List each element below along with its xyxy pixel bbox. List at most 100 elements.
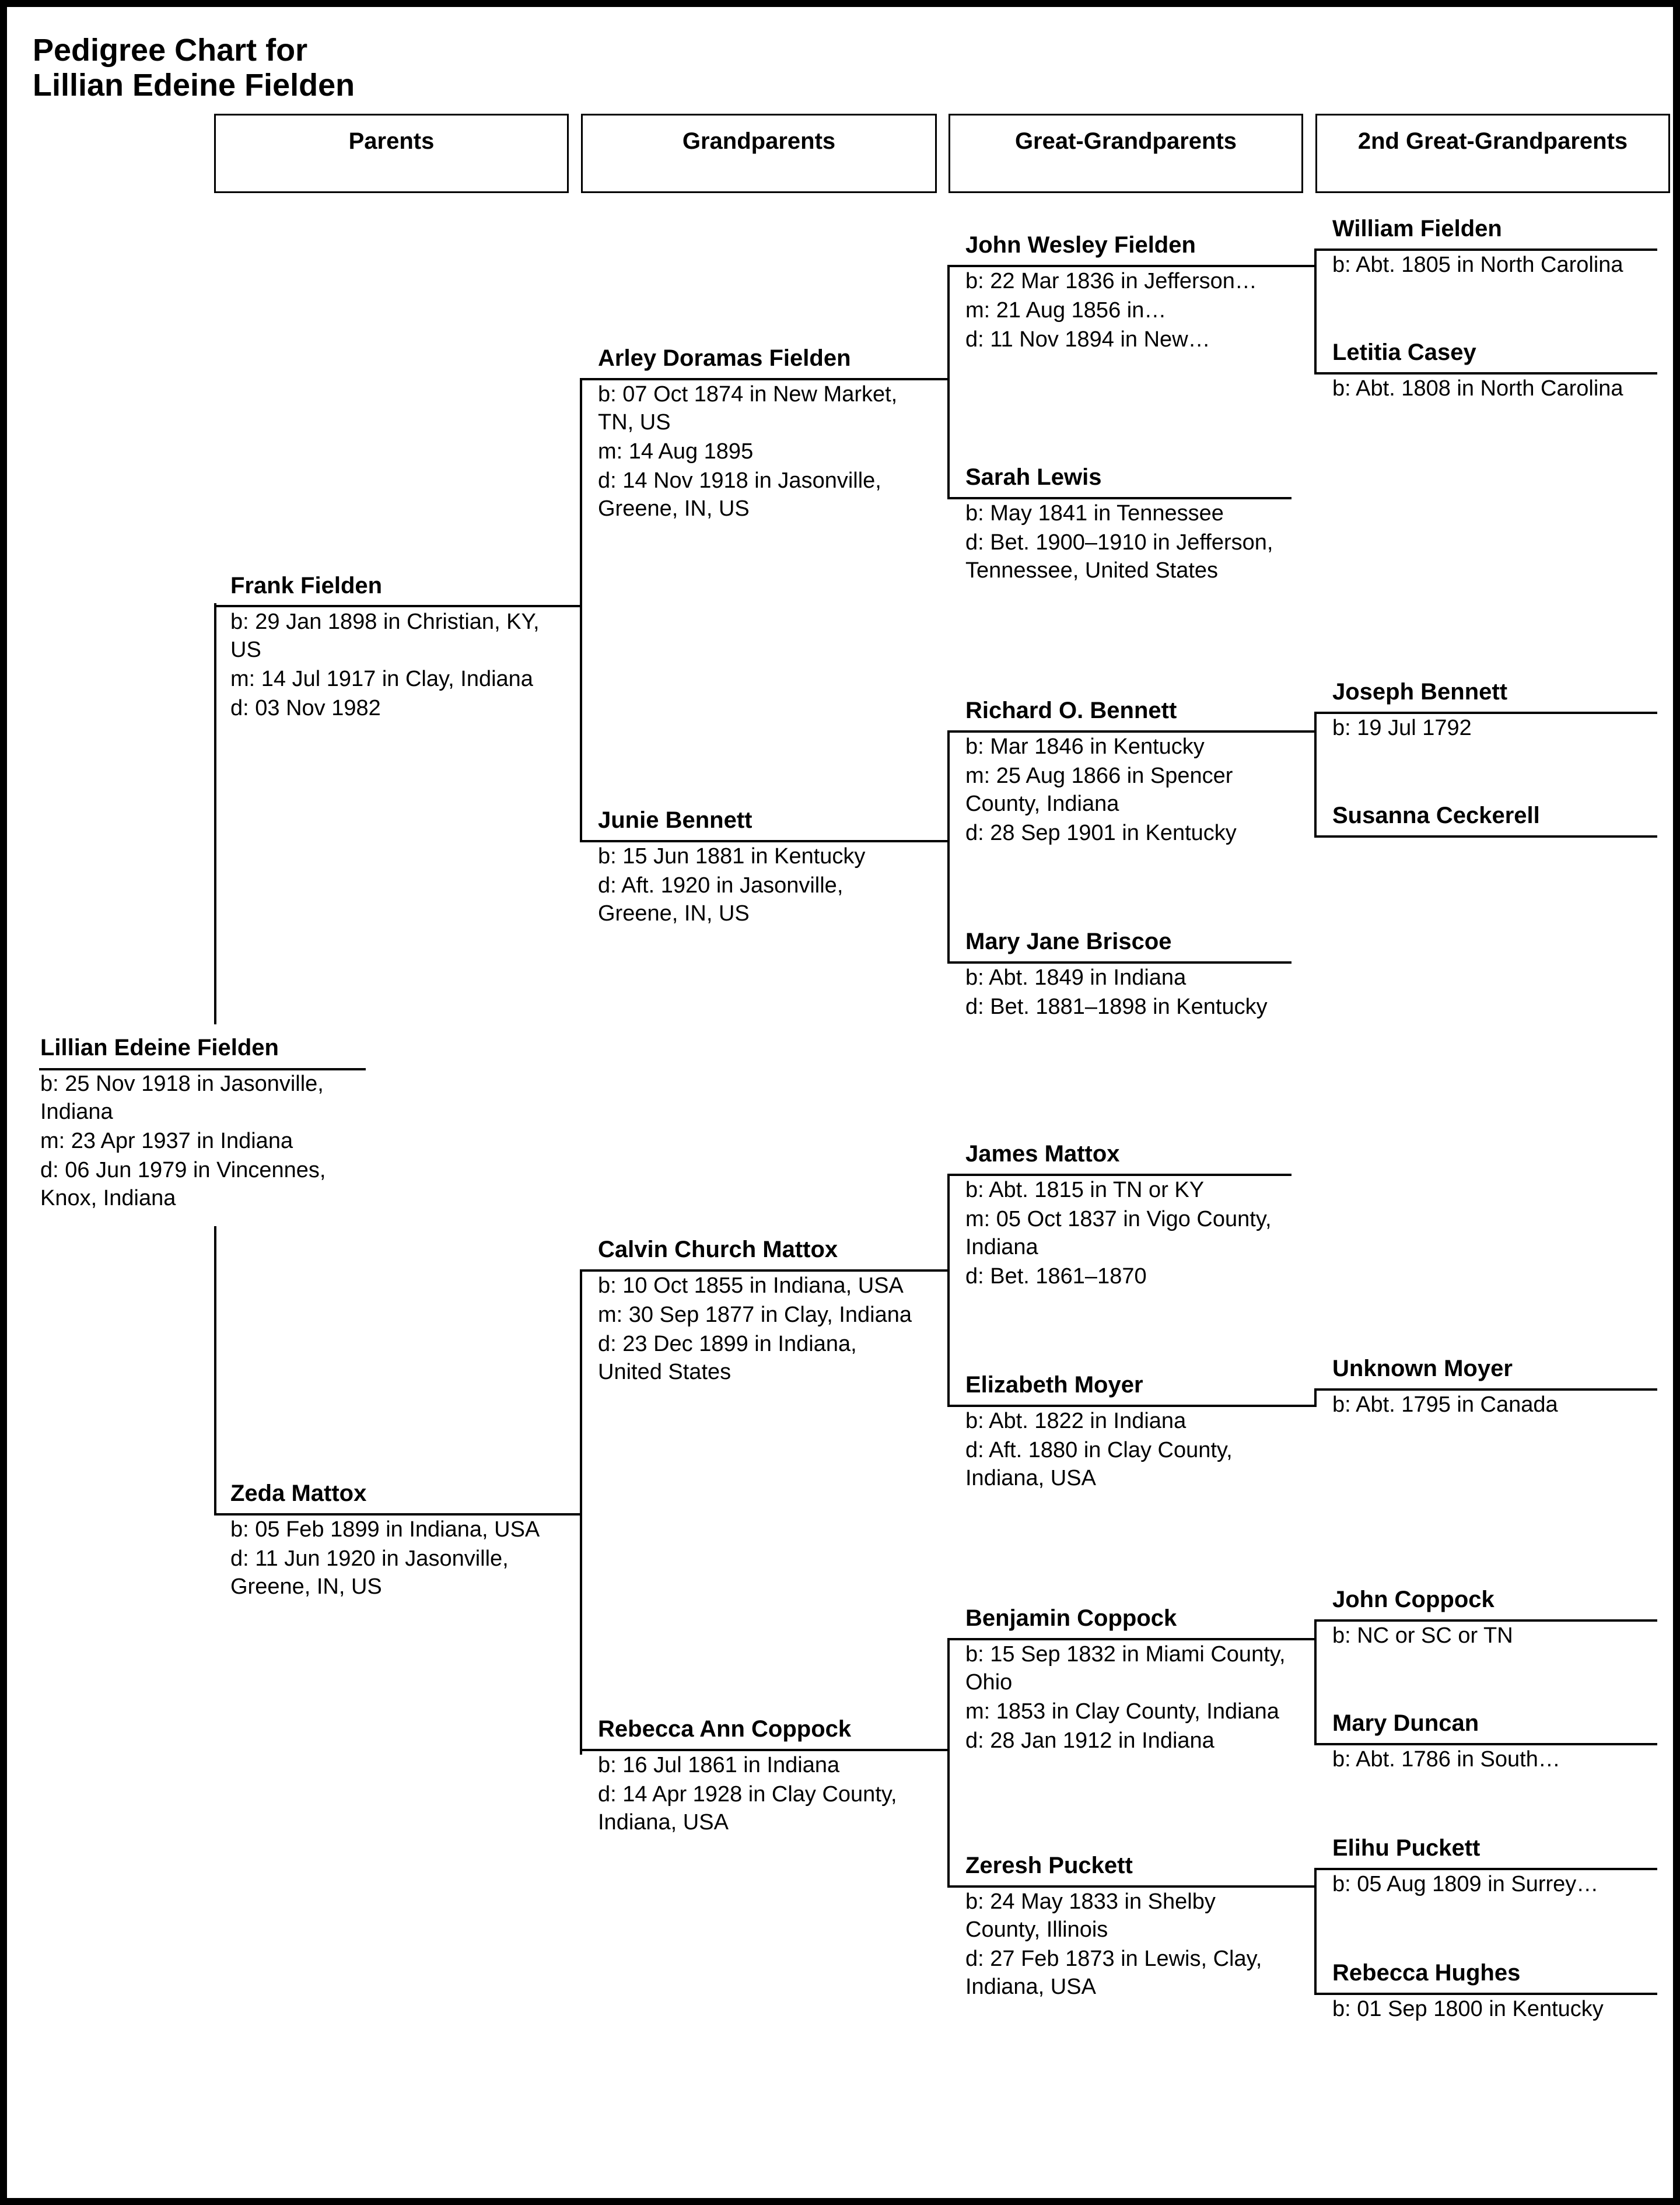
person-richard-o-bennett[interactable]: Richard O. Bennett b: Mar 1846 in Kentuc… [965,696,1292,848]
underline-fmf [947,730,1316,733]
person-name: John Coppock [1332,1587,1494,1612]
header-great-grandparents: Great-Grandparents [949,114,1303,193]
person-name: Junie Bennett [598,807,752,833]
person-joseph-bennett[interactable]: Joseph Bennett b: 19 Jul 1792 [1332,678,1659,743]
connector-mother-parents [580,1269,582,1755]
person-name: Joseph Bennett [1332,679,1508,705]
header-parents: Parents [214,114,569,193]
person-death: d: Aft. 1880 in Clay County, Indiana, US… [965,1438,1233,1490]
chart-title-line2: Lillian Edeine Fielden [33,68,355,103]
person-marriage: m: 05 Oct 1837 in Vigo County, Indiana [965,1207,1272,1259]
person-arley-doramas-fielden[interactable]: Arley Doramas Fielden b: 07 Oct 1874 in … [598,344,925,524]
person-death: d: Aft. 1920 in Jasonville, Greene, IN, … [598,873,844,926]
person-susanna-ceckerell[interactable]: Susanna Ceckerell [1332,802,1659,838]
person-name: Frank Fielden [230,573,383,598]
person-rebecca-ann-coppock[interactable]: Rebecca Ann Coppock b: 16 Jul 1861 in In… [598,1715,925,1838]
person-zeresh-puckett[interactable]: Zeresh Puckett b: 24 May 1833 in Shelby … [965,1852,1292,2002]
person-name: Susanna Ceckerell [1332,803,1540,828]
person-marriage: m: 21 Aug 1856 in… [965,298,1167,323]
person-john-coppock[interactable]: John Coppock b: NC or SC or TN [1332,1586,1659,1651]
underline-fmm [947,961,1292,964]
person-birth: b: Abt. 1786 in South… [1332,1747,1560,1772]
person-zeda-mattox[interactable]: Zeda Mattox b: 05 Feb 1899 in Indiana, U… [230,1479,557,1602]
person-john-wesley-fielden[interactable]: John Wesley Fielden b: 22 Mar 1836 in Je… [965,231,1292,355]
person-marriage: m: 14 Jul 1917 in Clay, Indiana [230,667,533,691]
underline-mmmm [1314,1993,1657,1995]
person-birth: b: 24 May 1833 in Shelby County, Illinoi… [965,1889,1216,1942]
person-william-fielden[interactable]: William Fielden b: Abt. 1805 in North Ca… [1332,215,1659,280]
person-name: Benjamin Coppock [965,1605,1177,1631]
person-name: Arley Doramas Fielden [598,345,851,371]
person-marriage: m: 23 Apr 1937 in Indiana [40,1129,293,1153]
underline-fffm [1314,372,1657,374]
underline-mfm [947,1405,1316,1407]
person-birth: b: 15 Sep 1832 in Miami County, Ohio [965,1642,1286,1695]
underline-fm [580,840,949,842]
underline-mff [947,1174,1292,1176]
person-marriage: m: 1853 in Clay County, Indiana [965,1699,1279,1724]
person-birth: b: Abt. 1815 in TN or KY [965,1178,1205,1202]
connector-ff-parents [947,265,950,499]
person-unknown-moyer[interactable]: Unknown Moyer b: Abt. 1795 in Canada [1332,1354,1659,1420]
person-death: d: 06 Jun 1979 in Vincennes, Knox, India… [40,1158,326,1210]
underline-mmff [1314,1619,1657,1622]
person-marriage: m: 14 Aug 1895 [598,439,754,464]
underline-mfmm [1314,1388,1657,1391]
person-name: Lillian Edeine Fielden [40,1035,279,1060]
person-rebecca-hughes[interactable]: Rebecca Hughes b: 01 Sep 1800 in Kentuck… [1332,1959,1659,2024]
underline-root [39,1068,366,1070]
person-mary-duncan[interactable]: Mary Duncan b: Abt. 1786 in South… [1332,1709,1659,1774]
connector-mmf-parents [1314,1619,1317,1745]
underline-mmmf [1314,1868,1657,1870]
person-name: Zeda Mattox [230,1480,367,1506]
chart-title: Pedigree Chart for Lillian Edeine Fielde… [33,33,355,103]
connector-fm-parents [947,730,950,964]
person-junie-bennett[interactable]: Junie Bennett b: 15 Jun 1881 in Kentucky… [598,806,925,929]
person-benjamin-coppock[interactable]: Benjamin Coppock b: 15 Sep 1832 in Miami… [965,1604,1292,1756]
person-birth: b: Abt. 1822 in Indiana [965,1409,1186,1433]
underline-mother [214,1513,582,1516]
underline-father [214,605,582,607]
person-death: d: 11 Nov 1894 in New… [965,327,1210,352]
connector-mfm-parents [1314,1388,1317,1407]
person-name: Calvin Church Mattox [598,1237,838,1262]
person-death: d: Bet. 1881–1898 in Kentucky [965,995,1268,1019]
person-sarah-lewis[interactable]: Sarah Lewis b: May 1841 in Tennessee d: … [965,463,1292,586]
person-mary-jane-briscoe[interactable]: Mary Jane Briscoe b: Abt. 1849 in Indian… [965,928,1292,1022]
person-elihu-puckett[interactable]: Elihu Puckett b: 05 Aug 1809 in Surrey… [1332,1834,1659,1899]
person-death: d: 14 Nov 1918 in Jasonville, Greene, IN… [598,468,881,521]
person-name: Richard O. Bennett [965,698,1177,723]
person-death: d: 27 Feb 1873 in Lewis, Clay, Indiana, … [965,1947,1262,1999]
connector-mm-parents [947,1638,950,1887]
person-elizabeth-moyer[interactable]: Elizabeth Moyer b: Abt. 1822 in Indiana … [965,1371,1292,1493]
header-grandparents: Grandparents [581,114,937,193]
connector-root-father [214,603,216,1024]
person-frank-fielden[interactable]: Frank Fielden b: 29 Jan 1898 in Christia… [230,572,557,723]
person-james-mattox[interactable]: James Mattox b: Abt. 1815 in TN or KY m:… [965,1140,1292,1292]
person-death: d: 28 Sep 1901 in Kentucky [965,821,1237,845]
person-birth: b: 19 Jul 1792 [1332,716,1472,740]
person-birth: b: Abt. 1849 in Indiana [965,965,1186,990]
person-death: d: Bet. 1900–1910 in Jefferson, Tennesse… [965,530,1273,583]
underline-mmm [947,1885,1316,1888]
person-birth: b: Mar 1846 in Kentucky [965,734,1205,759]
underline-ffff [1314,249,1657,251]
underline-fmff [1314,712,1657,714]
person-name: Zeresh Puckett [965,1853,1133,1878]
person-name: Sarah Lewis [965,464,1102,490]
underline-ff [580,378,949,380]
underline-fmfm [1314,835,1657,838]
person-marriage: m: 30 Sep 1877 in Clay, Indiana [598,1303,912,1327]
person-birth: b: May 1841 in Tennessee [965,501,1224,526]
person-name: Rebecca Ann Coppock [598,1716,852,1742]
underline-mm [580,1749,949,1751]
person-lillian-edeine-fielden[interactable]: Lillian Edeine Fielden b: 25 Nov 1918 in… [40,1034,355,1213]
person-birth: b: 10 Oct 1855 in Indiana, USA [598,1273,904,1298]
person-birth: b: Abt. 1805 in North Carolina [1332,253,1623,277]
person-calvin-church-mattox[interactable]: Calvin Church Mattox b: 10 Oct 1855 in I… [598,1236,925,1387]
person-letitia-casey[interactable]: Letitia Casey b: Abt. 1808 in North Caro… [1332,338,1659,404]
underline-mmfm [1314,1743,1657,1745]
underline-fff [947,265,1316,267]
connector-mf-parents [947,1174,950,1407]
